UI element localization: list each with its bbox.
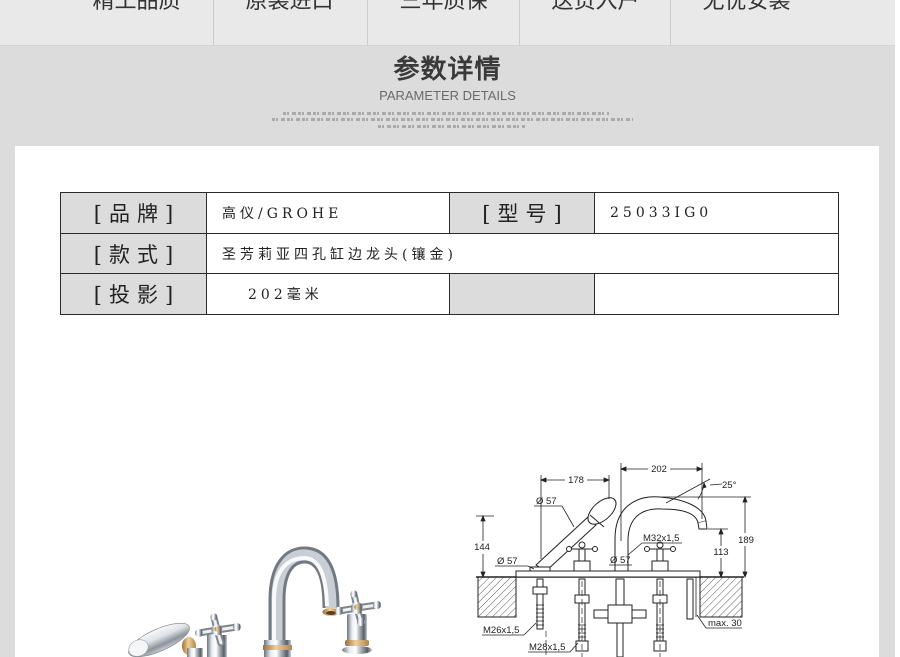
feature-strip: 精工品质 原装进口 三年质保 送货入户 无忧安装 — [0, 0, 895, 46]
spec-value-brand: 高仪/GROHE — [206, 192, 450, 234]
spec-label-brand: [品牌] — [60, 192, 207, 234]
leader-dia-top — [534, 505, 575, 528]
section-subtitle: PARAMETER DETAILS — [379, 88, 516, 103]
leader-thread-right — [528, 642, 579, 653]
hand-shower — [128, 622, 203, 657]
spec-label-model: [型号] — [449, 192, 595, 234]
faucet-photo — [128, 546, 382, 657]
decorative-microtext-line — [272, 118, 633, 121]
dim-label-deck-max: max. 30 — [708, 618, 742, 629]
decorative-microtext-line — [283, 112, 609, 115]
section-title: 参数详情 — [393, 55, 502, 85]
dimension-outlet-height — [708, 527, 728, 579]
leader-thread-left — [482, 622, 537, 636]
dim-label-reach: 202 — [651, 464, 667, 475]
counter-left-section — [477, 576, 517, 618]
spec-empty-value-cell — [594, 273, 839, 315]
dim-label-shower-height: 144 — [474, 542, 490, 553]
feature-divider — [670, 0, 671, 45]
leader-thread-spout — [627, 542, 682, 556]
dim-label-thread-right: M28x1,5 — [529, 642, 565, 653]
dim-label-dia-left: Ø 57 — [497, 556, 518, 567]
feature-tab-delivery: 送货入户 — [551, 0, 640, 14]
spec-label-style: [款式] — [60, 233, 207, 274]
spec-empty-label-cell — [449, 273, 595, 315]
feature-tab-imported: 原装进口 — [245, 0, 334, 14]
counter-right-section — [699, 576, 743, 618]
feature-tab-warranty: 三年质保 — [399, 0, 488, 14]
dim-label-dia-top: Ø 57 — [536, 496, 557, 507]
feature-tab-quality: 精工品质 — [92, 0, 181, 14]
spec-label-projection: [投影] — [60, 273, 207, 315]
dim-label-dia-center: Ø 57 — [610, 555, 631, 566]
right-cross-handle — [334, 590, 382, 654]
feature-divider — [367, 0, 368, 45]
spec-value-model: 25033IG0 — [594, 192, 839, 234]
drawing-spout-outlet — [697, 520, 708, 530]
feature-divider — [213, 0, 214, 45]
decorative-microtext-line — [378, 125, 525, 128]
dim-label-angle: 25° — [722, 480, 737, 491]
dimension-shower-height — [476, 514, 494, 579]
spec-value-projection: 202毫米 — [206, 273, 450, 315]
right-edge-strip — [895, 0, 900, 657]
drawing-handle-left — [566, 541, 598, 572]
spec-value-style: 圣芳莉亚四孔缸边龙头(镶金) — [206, 233, 839, 274]
technical-drawing: 202 178 25° Ø 57 — [474, 463, 754, 657]
dim-label-outlet-height: 113 — [713, 547, 728, 558]
drawing-handle-right — [644, 541, 676, 572]
left-cross-handle — [195, 613, 241, 657]
deck-plate — [515, 570, 701, 578]
feature-divider — [519, 0, 520, 45]
dimension-deck-thickness — [695, 577, 742, 629]
dim-label-offset: 178 — [568, 475, 584, 486]
dim-label-total-height: 189 — [738, 535, 754, 546]
feature-tab-install: 无忧安装 — [702, 0, 791, 14]
dimension-angle — [665, 478, 723, 504]
dim-label-thread-left: M26x1,5 — [483, 625, 519, 636]
dimension-total-height — [662, 495, 751, 579]
drawing-hand-shower — [529, 497, 617, 572]
leader-dia-left — [495, 565, 535, 570]
dimension-offset — [539, 475, 611, 559]
gooseneck-spout — [263, 546, 340, 657]
dim-label-thread-spout: M32x1,5 — [643, 533, 679, 544]
drawing-connection-pipes — [532, 578, 694, 657]
